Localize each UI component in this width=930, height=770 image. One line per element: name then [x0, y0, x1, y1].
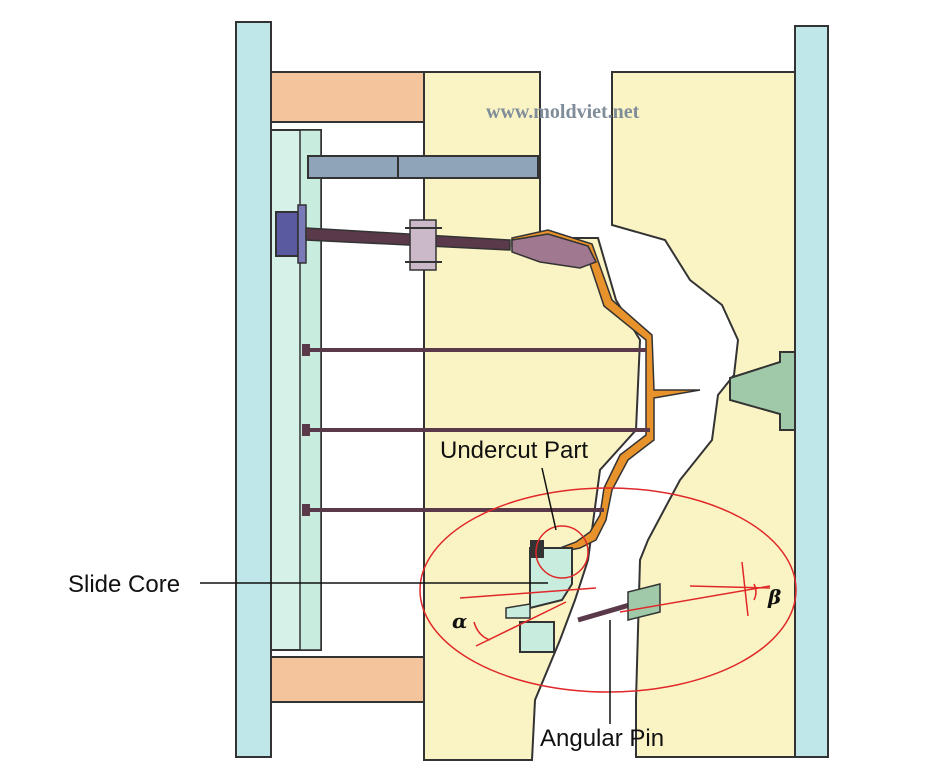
- highlight-ellipse-large: [419, 487, 797, 693]
- lifter-head-block: [275, 211, 299, 257]
- slide-core-label: Slide Core: [68, 571, 180, 598]
- undercut-leader: [541, 467, 557, 531]
- beta-label: β: [767, 585, 781, 609]
- highlight-ellipse-small: [535, 525, 589, 579]
- watermark: www.moldviet.net: [486, 101, 640, 123]
- right-clamp-plate: [794, 25, 829, 758]
- angular-pin-label: Angular Pin: [540, 725, 664, 752]
- bottom-spacer-block: [270, 656, 425, 703]
- slide-core: [529, 547, 573, 610]
- left-clamp-plate: [235, 21, 272, 758]
- alpha-label: α: [452, 609, 467, 633]
- lifter-rod: [305, 227, 511, 251]
- return-pin: [307, 155, 539, 179]
- cavity-plate: [611, 71, 796, 758]
- top-spacer-block: [270, 71, 425, 123]
- slide-lower-block: [519, 621, 555, 653]
- sprue-bushing: [729, 351, 796, 431]
- undercut-part-label: Undercut Part: [440, 437, 588, 464]
